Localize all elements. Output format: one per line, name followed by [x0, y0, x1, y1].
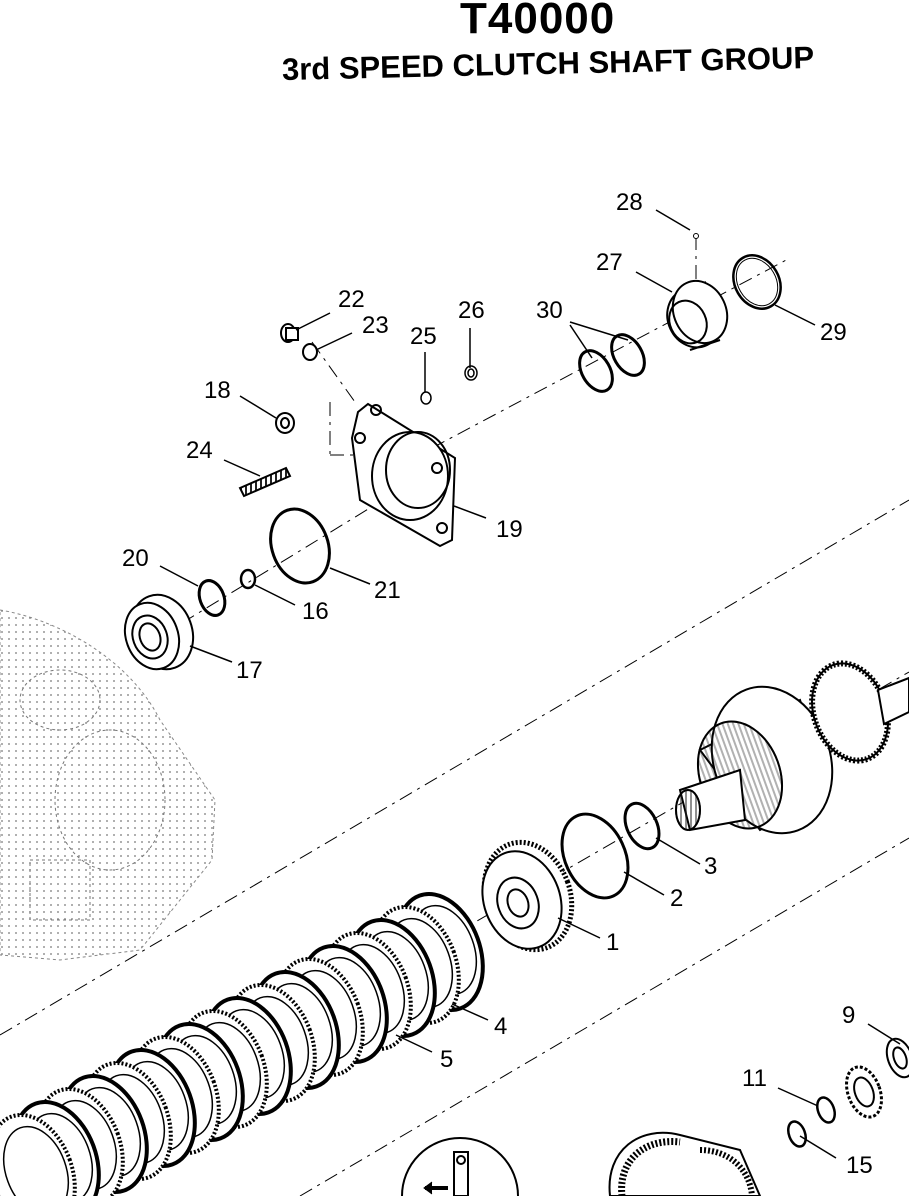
clutch-disc-inner-ring [2, 1125, 70, 1196]
callout-21: 21 [374, 577, 401, 604]
lower-gear [608, 1131, 762, 1196]
clutch-drum-shaft-assembly [675, 660, 909, 835]
callout-2: 2 [670, 885, 683, 912]
part-20-snap-ring [197, 579, 227, 617]
part-25-ring [420, 391, 432, 405]
part-28-pin [693, 233, 699, 239]
callout-16: 16 [302, 598, 329, 625]
diagram-title: T40000 [460, 0, 616, 43]
part-2-ring [560, 812, 630, 900]
callout-22: 22 [338, 286, 365, 313]
callout-26: 26 [458, 297, 485, 324]
part-3-ring [623, 801, 661, 851]
callout-4: 4 [494, 1013, 507, 1040]
callout-labels: 28 27 29 30 22 23 25 26 18 24 19 20 21 1… [122, 189, 873, 1179]
view-direction-indicator [401, 1137, 519, 1196]
part-27-sleeve [666, 279, 729, 351]
callout-19: 19 [496, 516, 523, 543]
callout-29: 29 [820, 319, 847, 346]
callout-20: 20 [122, 545, 149, 572]
callout-30: 30 [536, 297, 563, 324]
callout-15: 15 [846, 1152, 873, 1179]
callout-1: 1 [606, 929, 619, 956]
part-19-retainer-plate [350, 402, 457, 548]
transmission-housing-phantom [0, 609, 216, 961]
part-26-plug [464, 365, 478, 381]
callout-leader-lines [159, 209, 901, 1159]
part-16-ring [239, 568, 257, 590]
part-29-snap-ring [732, 254, 782, 310]
clutch-disc-stack [0, 891, 485, 1196]
callout-3: 3 [704, 853, 717, 880]
part-11-ring [816, 1096, 836, 1124]
callout-18: 18 [204, 377, 231, 404]
part-10-thrust-washer [845, 1065, 883, 1119]
part-21-o-ring [269, 507, 331, 585]
callout-25: 25 [410, 323, 437, 350]
callout-9: 9 [842, 1002, 855, 1029]
part-23-o-ring [302, 343, 318, 361]
part-30-seal-rings [578, 333, 646, 393]
part-1-gear [481, 839, 575, 953]
callout-28: 28 [616, 189, 643, 216]
part-18-washer [275, 412, 295, 434]
callout-23: 23 [362, 312, 389, 339]
callout-24: 24 [186, 437, 213, 464]
callout-5: 5 [440, 1046, 453, 1073]
part-22-plug [280, 323, 299, 343]
callout-27: 27 [596, 249, 623, 276]
part-15-ring [787, 1120, 807, 1148]
part-17-bearing [123, 593, 195, 671]
callout-17: 17 [236, 657, 263, 684]
part-24-stud [238, 466, 292, 498]
callout-11: 11 [742, 1065, 767, 1092]
